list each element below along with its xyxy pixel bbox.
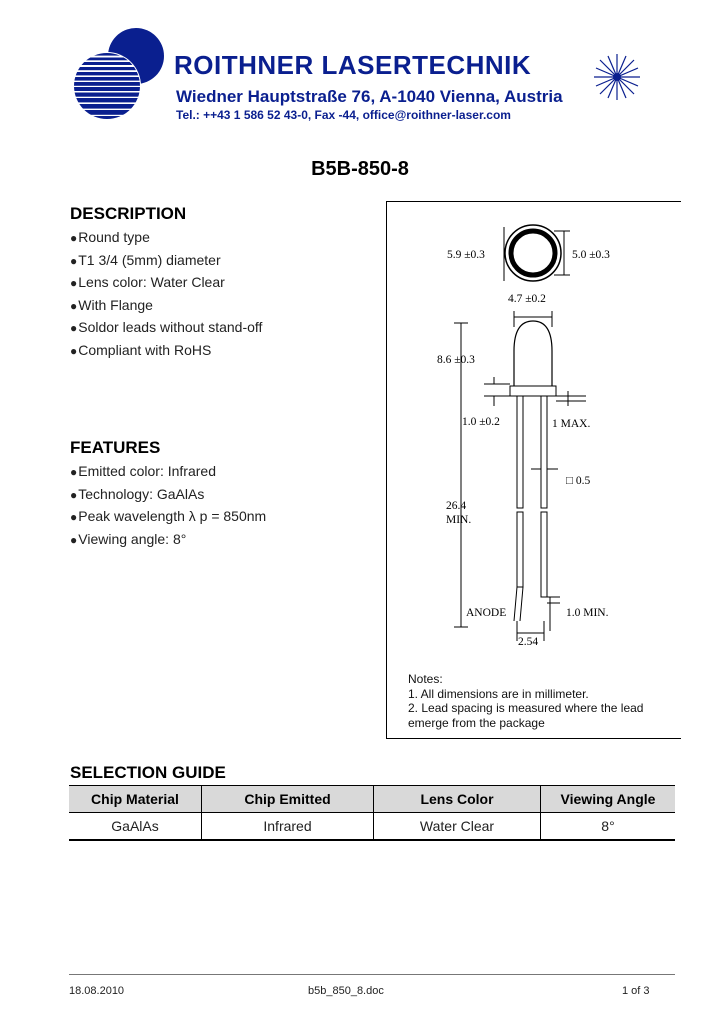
footer-filename: b5b_850_8.doc (308, 985, 384, 997)
footer-date: 18.08.2010 (69, 985, 125, 997)
company-contact: Tel.: ++43 1 586 52 43-0, Fax -44, offic… (176, 108, 511, 122)
column-header: Chip Emitted (201, 785, 374, 813)
list-item: Soldor leads without stand-off (70, 317, 262, 340)
dim-body-diameter: 5.0 ±0.3 (572, 249, 610, 261)
list-item: Viewing angle: 8° (70, 529, 266, 552)
dim-lens-width: 4.7 ±0.2 (508, 293, 546, 305)
column-header: Lens Color (373, 785, 541, 813)
description-heading: DESCRIPTION (70, 204, 187, 223)
dim-max: 1 MAX. (552, 418, 591, 430)
led-dimension-drawing (454, 224, 586, 641)
dim-lead-length: 26.4 (446, 500, 467, 512)
selection-table: Chip Material Chip Emitted Lens Color Vi… (69, 785, 675, 841)
notes-title: Notes: (408, 672, 443, 686)
footer-page: 1 of 3 (622, 985, 650, 997)
table-header-row: Chip Material Chip Emitted Lens Color Vi… (69, 785, 675, 813)
list-item: Round type (70, 227, 262, 250)
table-cell: Water Clear (373, 812, 541, 841)
list-item: Emitted color: Infrared (70, 461, 266, 484)
column-header: Chip Material (69, 785, 202, 813)
drawing-notes: Notes: 1. All dimensions are in millimet… (408, 672, 678, 730)
list-item: Lens color: Water Clear (70, 272, 262, 295)
dimension-drawing-frame (386, 201, 681, 739)
table-cell: 8° (540, 812, 675, 841)
list-item: Compliant with RoHS (70, 340, 262, 363)
list-item: T1 3/4 (5mm) diameter (70, 250, 262, 273)
dim-height: 8.6 ±0.3 (437, 354, 475, 366)
dim-lead-length-unit: MIN. (446, 514, 472, 526)
table-row: GaAlAs Infrared Water Clear 8° (69, 812, 675, 841)
footer-divider (69, 974, 675, 975)
features-heading: FEATURES (70, 438, 161, 457)
list-item: Peak wavelength λ p = 850nm (70, 506, 266, 529)
company-name: ROITHNER LASERTECHNIK (174, 50, 532, 80)
dim-lead-square: □ 0.5 (566, 475, 591, 487)
label-anode: ANODE (466, 607, 507, 619)
selection-heading: SELECTION GUIDE (70, 763, 226, 782)
dim-spacing: 2.54 (518, 636, 539, 648)
table-cell: GaAlAs (69, 812, 202, 841)
list-item: With Flange (70, 295, 262, 318)
description-list: Round type T1 3/4 (5mm) diameter Lens co… (70, 227, 262, 363)
company-address: Wiedner Hauptstraße 76, A-1040 Vienna, A… (176, 87, 563, 106)
page-title: B5B-850-8 (311, 158, 409, 180)
note-item: 1. All dimensions are in millimeter. (408, 686, 589, 701)
list-item: Technology: GaAlAs (70, 484, 266, 507)
table-cell: Infrared (201, 812, 374, 841)
note-item: 2. Lead spacing is measured where the le… (408, 701, 644, 730)
laser-star-icon (594, 54, 640, 100)
company-logo (73, 28, 164, 120)
features-list: Emitted color: Infrared Technology: GaAl… (70, 461, 266, 551)
column-header: Viewing Angle (540, 785, 675, 813)
dim-lead-min: 1.0 MIN. (566, 607, 609, 619)
dim-flange: 1.0 ±0.2 (462, 416, 500, 428)
dim-outer-diameter: 5.9 ±0.3 (447, 249, 485, 261)
